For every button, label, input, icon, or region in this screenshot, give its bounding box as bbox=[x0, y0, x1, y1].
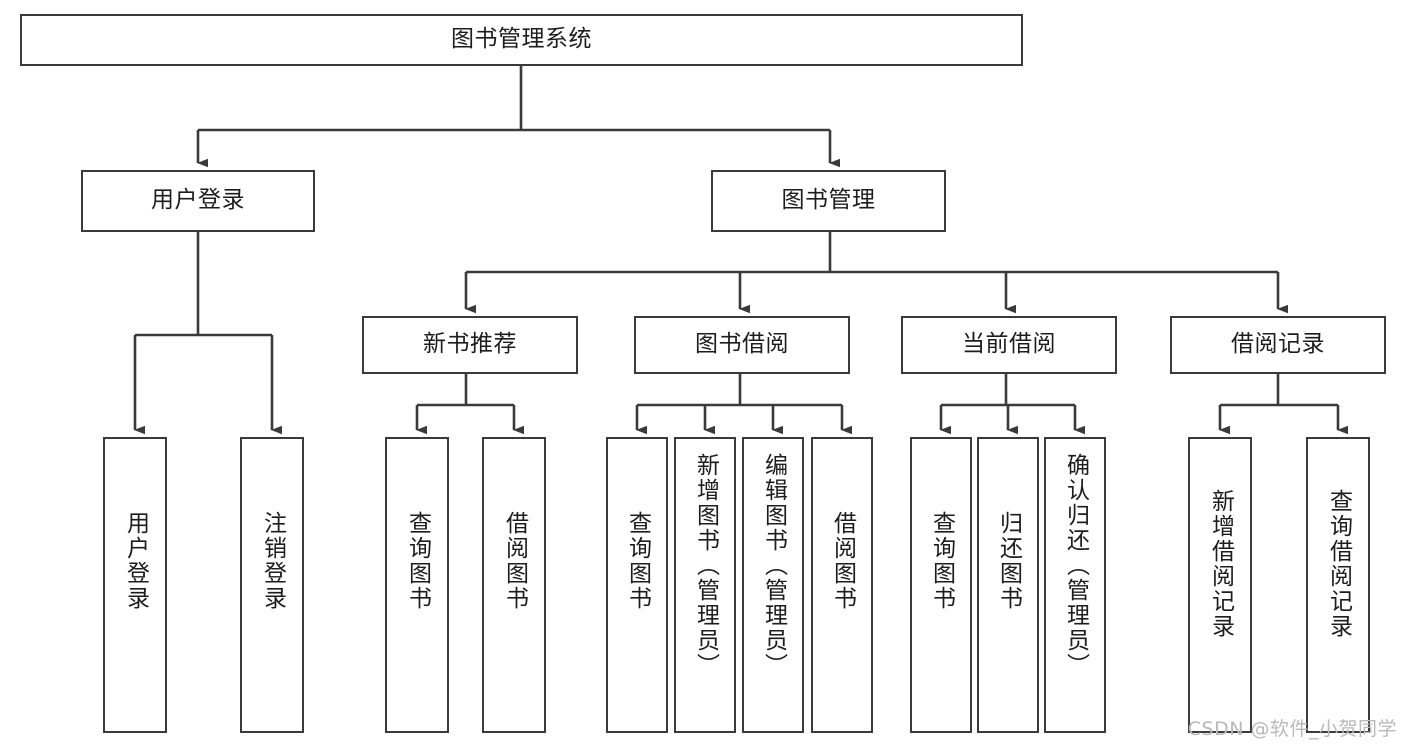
node-leaf-user-login[interactable]: 用户登录 bbox=[103, 437, 167, 733]
node-label: 借阅图书 bbox=[829, 511, 856, 611]
node-label: 查询借阅记录 bbox=[1325, 489, 1352, 639]
node-leaf-add-book-admin[interactable]: 新增图书（管理员） bbox=[674, 437, 736, 733]
node-leaf-query-book-recommend[interactable]: 查询图书 bbox=[385, 437, 449, 733]
node-new-book-recommend[interactable]: 新书推荐 bbox=[362, 316, 578, 374]
node-label: 图书借阅 bbox=[695, 331, 789, 358]
node-label: 图书管理 bbox=[781, 187, 876, 214]
node-leaf-query-book-borrow[interactable]: 查询图书 bbox=[606, 437, 668, 733]
node-label: 新增图书（管理员） bbox=[692, 453, 719, 678]
node-leaf-return-book[interactable]: 归还图书 bbox=[977, 437, 1039, 733]
node-label: 查询图书 bbox=[624, 511, 651, 611]
node-label: 注销登录 bbox=[259, 511, 286, 611]
node-book-management[interactable]: 图书管理 bbox=[711, 170, 946, 232]
node-label: 借阅记录 bbox=[1231, 331, 1325, 358]
node-leaf-borrow-book-recommend[interactable]: 借阅图书 bbox=[482, 437, 546, 733]
node-label: 确认归还（管理员） bbox=[1062, 453, 1089, 678]
node-label: 新书推荐 bbox=[423, 331, 517, 358]
node-label: 借阅图书 bbox=[501, 511, 528, 611]
node-root-book-management-system[interactable]: 图书管理系统 bbox=[20, 14, 1023, 66]
node-leaf-query-book-current[interactable]: 查询图书 bbox=[910, 437, 972, 733]
node-book-borrow[interactable]: 图书借阅 bbox=[634, 316, 850, 374]
node-current-borrow[interactable]: 当前借阅 bbox=[901, 316, 1117, 374]
node-leaf-logout[interactable]: 注销登录 bbox=[240, 437, 304, 733]
node-label: 当前借阅 bbox=[962, 331, 1056, 358]
node-label: 新增借阅记录 bbox=[1207, 489, 1234, 639]
node-user-login[interactable]: 用户登录 bbox=[81, 170, 315, 232]
node-label: 图书管理系统 bbox=[451, 26, 592, 53]
node-leaf-borrow-book[interactable]: 借阅图书 bbox=[811, 437, 873, 733]
node-borrow-record[interactable]: 借阅记录 bbox=[1170, 316, 1386, 374]
node-leaf-add-borrow-record[interactable]: 新增借阅记录 bbox=[1188, 437, 1252, 733]
node-label: 用户登录 bbox=[151, 187, 245, 214]
watermark-text: CSDN @软件_小贺同学 bbox=[1187, 718, 1397, 740]
node-label: 归还图书 bbox=[995, 511, 1022, 611]
node-leaf-edit-book-admin[interactable]: 编辑图书（管理员） bbox=[742, 437, 804, 733]
node-label: 查询图书 bbox=[928, 511, 955, 611]
node-label: 用户登录 bbox=[122, 511, 149, 611]
node-leaf-query-borrow-record[interactable]: 查询借阅记录 bbox=[1306, 437, 1370, 733]
node-label: 编辑图书（管理员） bbox=[760, 453, 787, 678]
node-label: 查询图书 bbox=[404, 511, 431, 611]
node-leaf-confirm-return-admin[interactable]: 确认归还（管理员） bbox=[1044, 437, 1106, 733]
